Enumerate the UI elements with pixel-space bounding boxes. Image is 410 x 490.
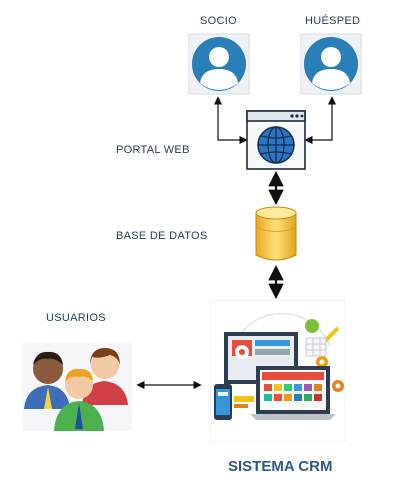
socio-avatar-icon	[188, 33, 250, 95]
huesped-label: HUÉSPED	[305, 15, 361, 27]
huesped-portal-connector	[304, 96, 337, 145]
database-cylinder-icon	[255, 206, 297, 261]
huesped-avatar-icon	[300, 33, 362, 95]
usuarios-label: USUARIOS	[46, 312, 106, 324]
portal-web-label: PORTAL WEB	[116, 144, 190, 156]
socio-label: SOCIO	[200, 15, 237, 27]
sistema-crm-title: SISTEMA CRM	[228, 458, 333, 475]
socio-portal-connector	[213, 96, 248, 145]
base-de-datos-label: BASE DE DATOS	[116, 230, 208, 242]
browser-globe-icon	[246, 110, 306, 170]
user-group-icon	[22, 343, 132, 431]
crm-devices-icon	[210, 300, 345, 442]
